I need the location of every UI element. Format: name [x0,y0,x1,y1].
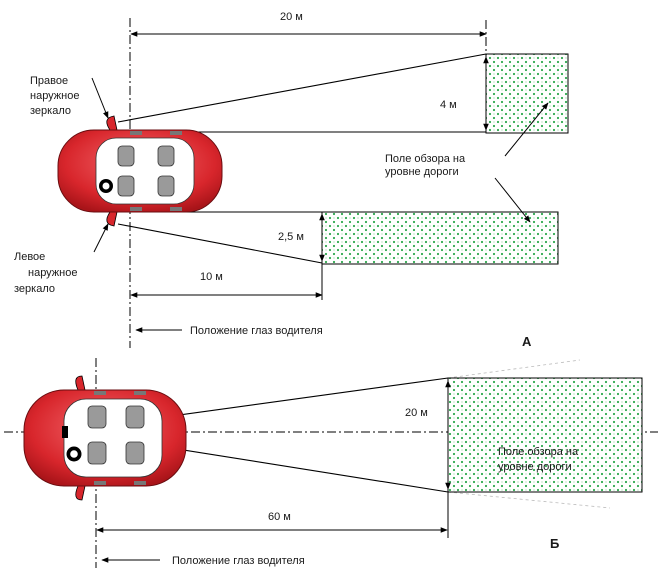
left-mirror-label-line3: зеркало [14,283,55,295]
extension-top-b [447,359,581,379]
extension-bottom-b [447,491,611,509]
right-mirror-label-line3: зеркало [30,105,71,117]
width-label-b: 20 м [405,407,428,419]
right-mirror-ray-outer [117,53,487,123]
panel-letter-a: А [522,334,532,349]
left-mirror-pointer [93,223,109,253]
left-mirror-label-line2: наружное [28,267,77,279]
width-left-label: 2,5 м [278,231,304,243]
panel-letter-b: Б [550,536,559,551]
field-label-a: Поле обзора на уровне дороги [385,153,468,178]
right-mirror-pointer [91,77,109,119]
width-right-label: 4 м [440,99,457,111]
car-b [23,375,187,501]
field-label-b-line1: Поле обзора на [498,446,579,458]
field-label-a-line1: Поле обзора на [385,153,466,165]
car-a [57,115,223,227]
right-field-zone [485,53,569,134]
left-mirror-label-line1: Левое [14,251,45,263]
field-pointer-up [504,102,549,157]
eye-position-label-b: Положение глаз водителя [172,555,305,567]
field-pointer-down [494,177,531,223]
field-label-b: Поле обзора на уровне дороги [498,446,581,473]
distance-bottom-label: 10 м [200,271,223,283]
left-mirror-ray-outer [117,223,323,264]
left-mirror-label: Левое наружное зеркало [14,251,81,295]
eye-position-label-a: Положение глаз водителя [190,325,323,337]
left-field-zone [321,211,559,265]
field-label-a-line2: уровне дороги [385,166,459,178]
distance-label-b: 60 м [268,511,291,523]
distance-top-label: 20 м [280,11,303,23]
front-field-zone [447,377,643,493]
right-mirror-label: Правое наружное зеркало [30,75,83,117]
right-mirror-label-line1: Правое [30,75,68,87]
diagram-b: 20 м Поле обзора на уровне дороги 60 м П… [4,358,658,568]
right-mirror-label-line2: наружное [30,90,79,102]
field-label-b-line2: уровне дороги [498,461,572,473]
diagram-a: 20 м 4 м 2,5 м 10 м Правое наружное зерк… [14,11,569,349]
